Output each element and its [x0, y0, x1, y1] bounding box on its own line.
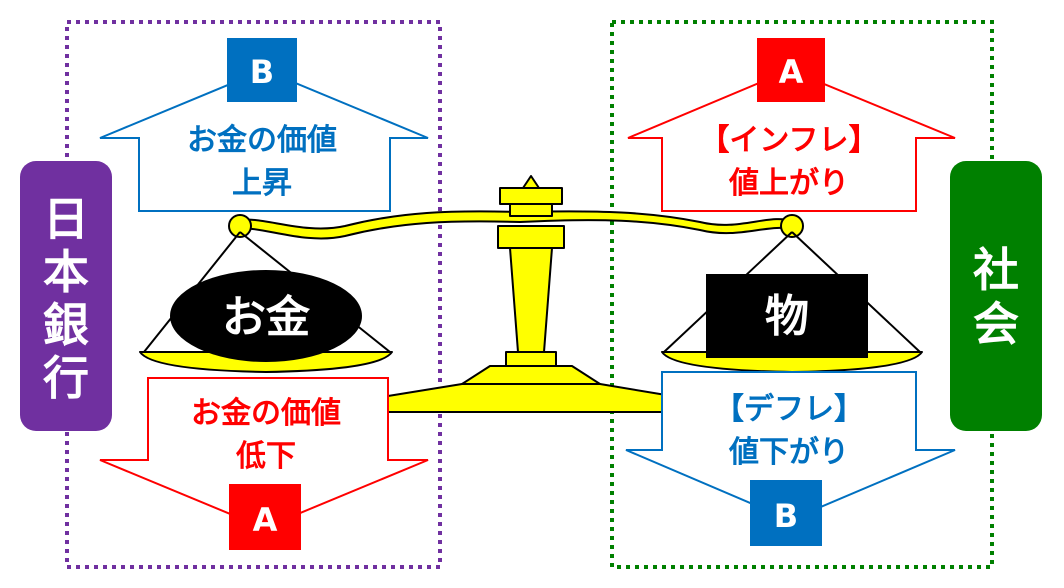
scale-column-ring [505, 351, 557, 367]
left-down-arrow-line2: 低下 [235, 439, 296, 474]
society-label-box [950, 161, 1042, 431]
scale-beam-left-knob [228, 214, 252, 238]
left-bottom-badge-label: A [253, 501, 278, 539]
scale-beam-right-knob [780, 214, 804, 238]
left-up-arrow-line2: 上昇 [232, 166, 292, 201]
bank-of-japan-char-4: 行 [43, 351, 89, 405]
scale-top-collar [509, 203, 553, 217]
left-bottom-badge [229, 484, 301, 550]
society-char-2: 会 [973, 297, 1019, 351]
right-down-arrow-line2: 値下がり [728, 435, 849, 470]
society-char-1: 社 [973, 243, 1019, 297]
scale-column-collar [497, 225, 565, 249]
money-pan-oval [170, 270, 362, 362]
right-group-frame [610, 20, 994, 569]
left-top-badge-label: B [250, 53, 274, 91]
scale-foot [387, 383, 673, 413]
right-down-arrow-line1: 【デフレ】 [714, 392, 864, 427]
right-down-arrow [625, 371, 956, 522]
bank-of-japan-char-3: 銀 [43, 298, 89, 352]
goods-pan-label: 物 [765, 291, 809, 342]
right-top-badge-label: A [779, 53, 804, 91]
right-up-arrow [627, 68, 956, 212]
money-pan-label: お金 [222, 292, 311, 343]
scale-finial [522, 175, 540, 189]
bank-of-japan-char-1: 日 [43, 192, 89, 246]
right-up-arrow-line1: 【インフレ】 [699, 123, 878, 158]
scale-finial-block [499, 187, 563, 205]
bank-of-japan-char-2: 本 [43, 245, 89, 299]
bank-of-japan-label-box [20, 161, 112, 431]
goods-pan-box [706, 274, 868, 358]
right-bottom-badge-label: B [774, 497, 798, 535]
left-up-arrow-line1: お金の価値 [187, 123, 337, 158]
right-up-arrow-line2: 値上がり [728, 166, 849, 201]
left-down-arrow [99, 377, 429, 530]
left-top-badge [227, 38, 297, 102]
scale-base [461, 365, 601, 385]
right-top-badge [757, 38, 825, 102]
left-up-arrow [99, 68, 429, 212]
left-down-arrow-line1: お金の価値 [191, 396, 341, 431]
right-bottom-badge [750, 480, 822, 546]
scale-column [509, 247, 553, 353]
